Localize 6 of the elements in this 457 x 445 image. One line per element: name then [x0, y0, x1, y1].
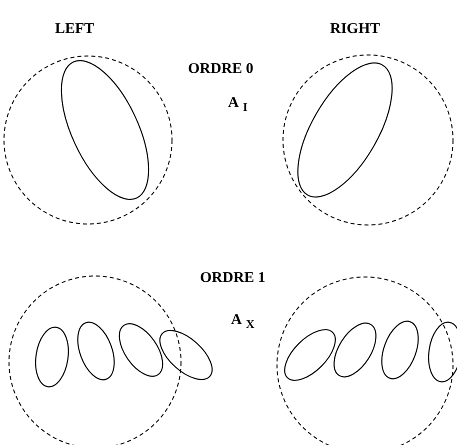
order-heading: ORDRE 0: [188, 62, 254, 77]
column-heading: LEFT: [55, 22, 94, 37]
column-heading: RIGHT: [330, 22, 380, 37]
symbol-label: A$_{X}$: [231, 313, 255, 330]
order-heading: ORDRE 1: [200, 271, 266, 286]
symbol-label: A$_{I}$: [228, 96, 248, 113]
